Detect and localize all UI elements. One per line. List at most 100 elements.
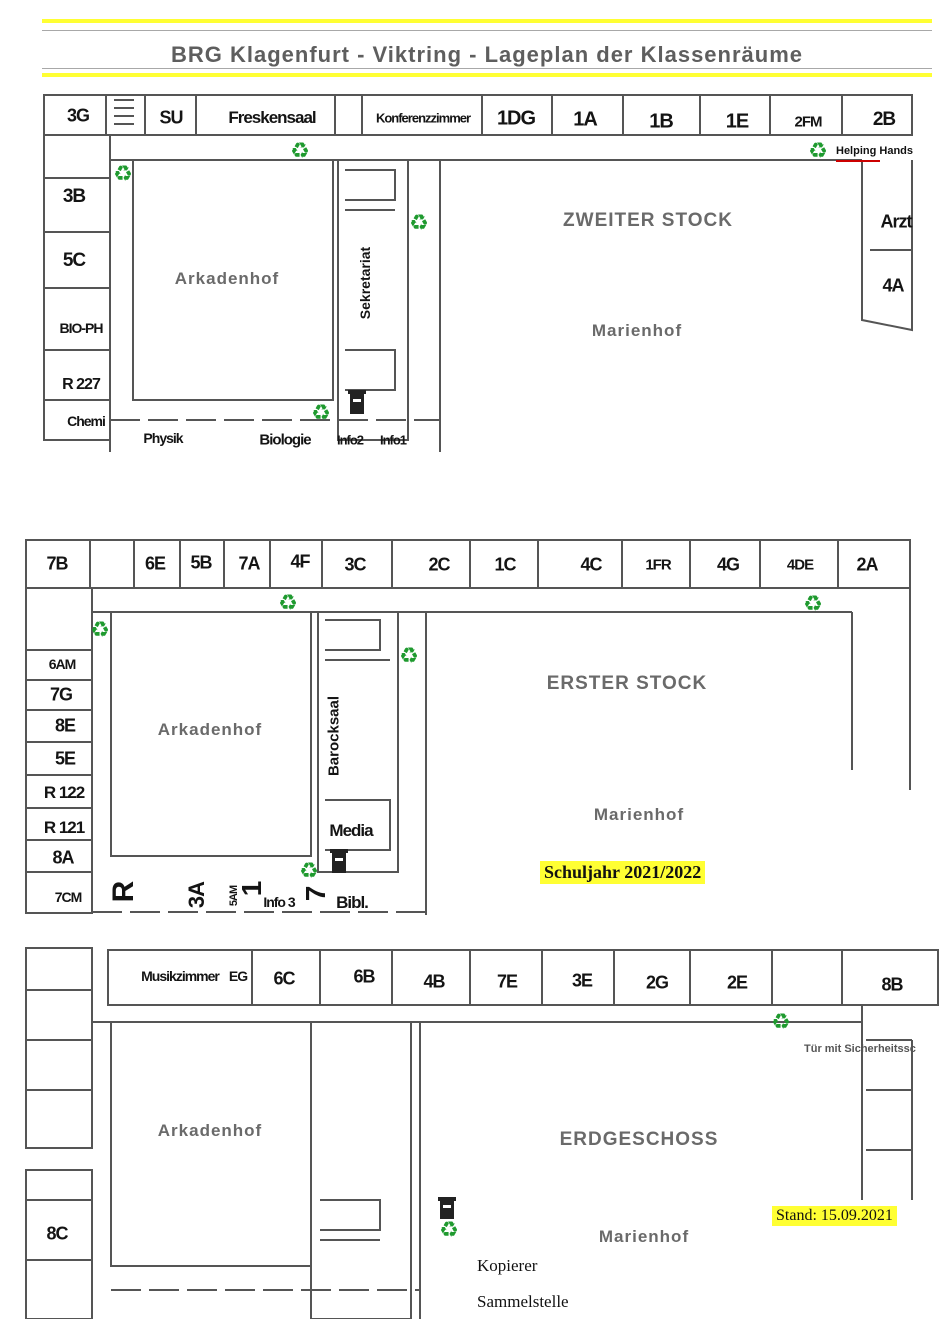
- page-title: BRG Klagenfurt - Viktring - Lageplan der…: [170, 42, 804, 67]
- second-left-dividers: [44, 177, 110, 401]
- first-corridor: [92, 588, 911, 915]
- room-r122: R 122: [43, 783, 85, 802]
- second-yard-label: Marienhof: [591, 321, 683, 340]
- legend-copier-label: Kopierer: [477, 1256, 538, 1275]
- ground-courtyard-label: Arkadenhof: [157, 1121, 263, 1140]
- room-2g: 2G: [645, 972, 669, 993]
- ground-left-lower: [25, 1169, 93, 1319]
- room-6am: 6AM: [48, 656, 77, 672]
- room-1e: 1E: [725, 110, 749, 133]
- room-su: SU: [159, 107, 183, 128]
- recycle-icon: ♻: [311, 400, 331, 425]
- room-barocksaal: Barocksaal: [325, 695, 343, 777]
- helping-hands-underline: [836, 157, 880, 162]
- ground-yard-label: Marienhof: [598, 1227, 690, 1246]
- room-info3: Info 3: [263, 894, 295, 910]
- room-3g: 3G: [66, 105, 90, 126]
- room-2e: 2E: [726, 972, 748, 993]
- second-center-details: [345, 169, 396, 391]
- ground-corridor: [92, 1005, 913, 1319]
- room-3a: 3A: [184, 881, 209, 909]
- room-6e: 6E: [144, 553, 166, 574]
- room-8a: 8A: [52, 847, 74, 868]
- room-2fm: 2FM: [794, 113, 823, 131]
- room-bio-ph: BIO-PH: [59, 320, 104, 336]
- recycle-icon: ♻: [399, 643, 419, 668]
- room-6b: 6B: [353, 966, 375, 987]
- room-info2: Info2: [336, 432, 364, 448]
- room-7e: 7E: [496, 971, 518, 992]
- room-5b: 5B: [190, 552, 212, 573]
- room-3e: 3E: [571, 970, 593, 991]
- room-konferenzzimmer: Konferenzzimmer: [375, 110, 471, 126]
- room-2a: 2A: [856, 554, 878, 575]
- title-line-top: [42, 30, 932, 31]
- ground-floor-name: ERDGESCHOSS: [559, 1129, 719, 1150]
- room-8b: 8B: [881, 974, 903, 995]
- room-physik: Physik: [143, 430, 183, 446]
- room-1b: 1B: [649, 110, 674, 133]
- room-r-large: R: [107, 881, 140, 903]
- room-2b: 2B: [872, 109, 896, 130]
- status-date-badge: Stand: 15.09.2021: [772, 1206, 897, 1226]
- room-r121: R 121: [43, 818, 85, 837]
- room-biologie: Biologie: [259, 431, 311, 449]
- first-floor-name: ERSTER STOCK: [546, 673, 708, 694]
- room-8e: 8E: [54, 715, 76, 736]
- room-media: Media: [329, 821, 373, 840]
- room-freskensaal: Freskensaal: [228, 108, 316, 127]
- room-eg: EG: [228, 968, 248, 984]
- second-corridor: [109, 135, 913, 452]
- room-4f: 4F: [290, 551, 310, 572]
- room-chemi: Chemi: [67, 413, 106, 429]
- second-top-wing: [43, 94, 913, 136]
- room-3c: 3C: [344, 554, 366, 575]
- recycle-icon: ♻: [299, 858, 319, 883]
- room-r227: R 227: [62, 376, 101, 393]
- school-year-badge: Schuljahr 2021/2022: [540, 861, 706, 884]
- room-5e: 5E: [54, 748, 76, 769]
- recycle-icon: ♻: [771, 1009, 791, 1034]
- copier-icon: [329, 847, 349, 877]
- room-arzt: Arzt: [880, 211, 913, 232]
- recycle-icon: ♻: [808, 138, 828, 163]
- ground-top-dividers: [251, 950, 843, 1005]
- first-left-wing: [25, 587, 93, 914]
- room-1dg: 1DG: [496, 107, 536, 130]
- ground-center-block: [310, 1021, 412, 1319]
- ground-center-details: [320, 1199, 381, 1241]
- helping-hands-label: Helping Hands: [836, 145, 914, 157]
- room-4b: 4B: [423, 971, 445, 992]
- room-4a: 4A: [882, 275, 904, 296]
- room-7-large: 7: [300, 886, 331, 902]
- room-3b: 3B: [62, 186, 86, 207]
- ground-right-details: [866, 1039, 912, 1151]
- copier-icon: [347, 388, 367, 418]
- recycle-icon: ♻: [439, 1217, 459, 1242]
- recycle-icon: ♻: [113, 161, 133, 186]
- ground-left-wing: [25, 947, 93, 1149]
- recycle-icon: ♻: [278, 590, 298, 615]
- room-musikzimmer: Musikzimmer: [141, 968, 220, 984]
- second-floor-name: ZWEITER STOCK: [563, 210, 733, 231]
- recycle-icon: ♻: [290, 138, 310, 163]
- room-6c: 6C: [273, 968, 295, 989]
- ground-top-wing: [107, 949, 939, 1006]
- room-7cm: 7CM: [54, 889, 83, 905]
- recycle-icon: ♻: [90, 617, 110, 642]
- first-center-details: [325, 619, 391, 851]
- room-sekretariat: Sekretariat: [357, 246, 373, 320]
- room-8c: 8C: [46, 1223, 68, 1244]
- first-courtyard-label: Arkadenhof: [157, 720, 263, 739]
- room-1a: 1A: [573, 108, 598, 131]
- ground-courtyard-outline: [110, 1021, 312, 1267]
- first-top-wing: [25, 539, 911, 589]
- copier-icon: [437, 1195, 457, 1225]
- second-top-dividers: [105, 95, 843, 135]
- title-bar-bottom: [42, 73, 932, 77]
- room-1fr: 1FR: [645, 556, 671, 574]
- room-5c: 5C: [62, 250, 86, 271]
- ground-left-dividers: [26, 989, 92, 1261]
- room-7b: 7B: [46, 553, 68, 574]
